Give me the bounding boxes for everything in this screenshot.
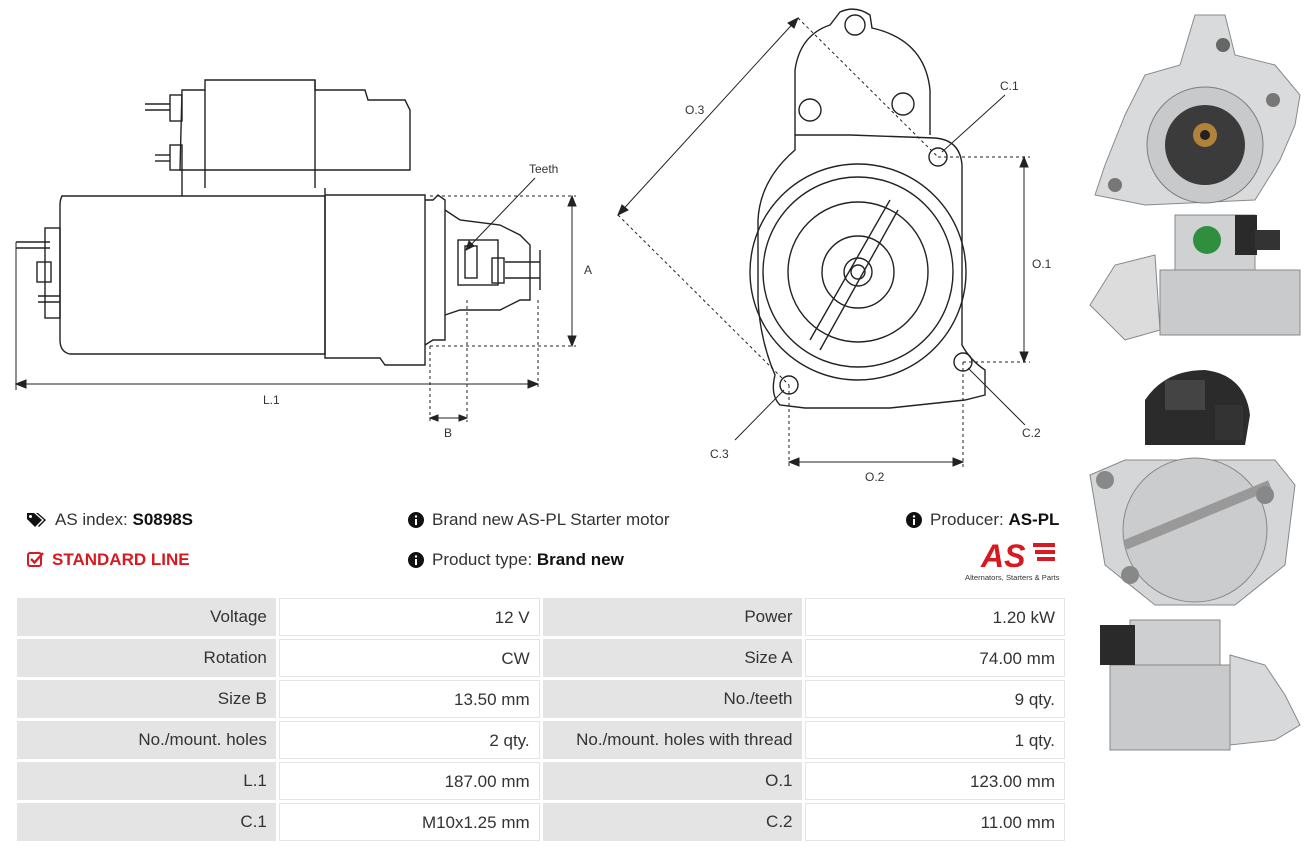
spec-key: C.2 (542, 803, 802, 841)
as-index-row: AS index: S0898S (27, 510, 193, 530)
spec-value: 9 qty. (804, 680, 1065, 718)
info-icon (906, 512, 922, 528)
producer-value: AS-PL (1008, 510, 1060, 529)
spec-value: 1.20 kW (804, 598, 1065, 636)
label-teeth: Teeth (529, 162, 558, 176)
as-index-value: S0898S (132, 510, 194, 529)
photo-rear-view[interactable] (1085, 365, 1311, 610)
label-o2: O.2 (865, 470, 885, 484)
spec-value: 74.00 mm (804, 639, 1065, 677)
spec-value: CW (278, 639, 540, 677)
table-row: Rotation CW Size A 74.00 mm (17, 639, 1065, 677)
description-text: Brand new AS-PL Starter motor (432, 510, 670, 529)
description-row: Brand new AS-PL Starter motor (408, 510, 669, 530)
spec-key: Voltage (17, 598, 276, 636)
spec-key: Rotation (17, 639, 276, 677)
spec-key: Size A (542, 639, 802, 677)
table-row: No./mount. holes 2 qty. No./mount. holes… (17, 721, 1065, 759)
tags-icon (27, 513, 46, 527)
svg-text:Alternators, Starters & Parts: Alternators, Starters & Parts (965, 573, 1060, 582)
as-logo-mark: AS Alternators, Starters & Parts (965, 538, 1060, 582)
spec-key: O.1 (542, 762, 802, 800)
spec-key: L.1 (17, 762, 276, 800)
line-row: STANDARD LINE (27, 550, 190, 570)
label-c1: C.1 (1000, 79, 1019, 93)
motor-body-outline (59, 195, 326, 355)
spec-value: 1 qty. (804, 721, 1065, 759)
technical-drawing: Teeth A L.1 B O.3 C (14, 8, 1052, 484)
svg-text:AS: AS (980, 538, 1026, 574)
front-flange-outline (794, 8, 931, 135)
spec-value: M10x1.25 mm (278, 803, 540, 841)
spec-table-body: Voltage 12 V Power 1.20 kW Rotation CW S… (17, 598, 1065, 841)
spec-value: 12 V (278, 598, 540, 636)
label-o3: O.3 (685, 103, 705, 117)
spec-key: C.1 (17, 803, 276, 841)
spec-value: 11.00 mm (804, 803, 1065, 841)
spec-key: Power (542, 598, 802, 636)
product-photos (1085, 5, 1311, 855)
product-type-value: Brand new (536, 550, 624, 569)
label-b: B (444, 426, 452, 440)
table-row: L.1 187.00 mm O.1 123.00 mm (17, 762, 1065, 800)
photo-top-view[interactable] (1085, 615, 1311, 755)
spec-table: Voltage 12 V Power 1.20 kW Rotation CW S… (14, 595, 1068, 844)
producer-label: Producer: (930, 510, 1004, 529)
label-l1: L.1 (263, 393, 280, 407)
info-icon (408, 552, 424, 568)
table-row: C.1 M10x1.25 mm C.2 11.00 mm (17, 803, 1065, 841)
standard-line-label: STANDARD LINE (52, 550, 190, 569)
spec-key: No./mount. holes (17, 721, 276, 759)
producer-row: Producer: AS-PL (906, 510, 1059, 530)
spec-key: No./mount. holes with thread (542, 721, 802, 759)
photo-front-view[interactable] (1085, 5, 1311, 210)
solenoid-outline (179, 79, 411, 171)
info-icon (408, 512, 424, 528)
label-a: A (584, 263, 592, 277)
spec-value: 187.00 mm (278, 762, 540, 800)
label-c2: C.2 (1022, 426, 1041, 440)
spec-value: 13.50 mm (278, 680, 540, 718)
spec-value: 2 qty. (278, 721, 540, 759)
spec-key: Size B (17, 680, 276, 718)
photo-side-view[interactable] (1085, 210, 1311, 355)
drive-end-outline (424, 194, 446, 346)
label-o1: O.1 (1032, 257, 1052, 271)
table-row: Size B 13.50 mm No./teeth 9 qty. (17, 680, 1065, 718)
product-type-row: Product type: Brand new (408, 550, 624, 570)
label-c3: C.3 (710, 447, 729, 461)
check-square-icon (27, 552, 44, 567)
spec-value: 123.00 mm (804, 762, 1065, 800)
as-index-label: AS index: (55, 510, 128, 529)
product-type-label: Product type: (432, 550, 533, 569)
spec-key: No./teeth (542, 680, 802, 718)
table-row: Voltage 12 V Power 1.20 kW (17, 598, 1065, 636)
as-pl-logo: AS Alternators, Starters & Parts (963, 537, 1071, 583)
